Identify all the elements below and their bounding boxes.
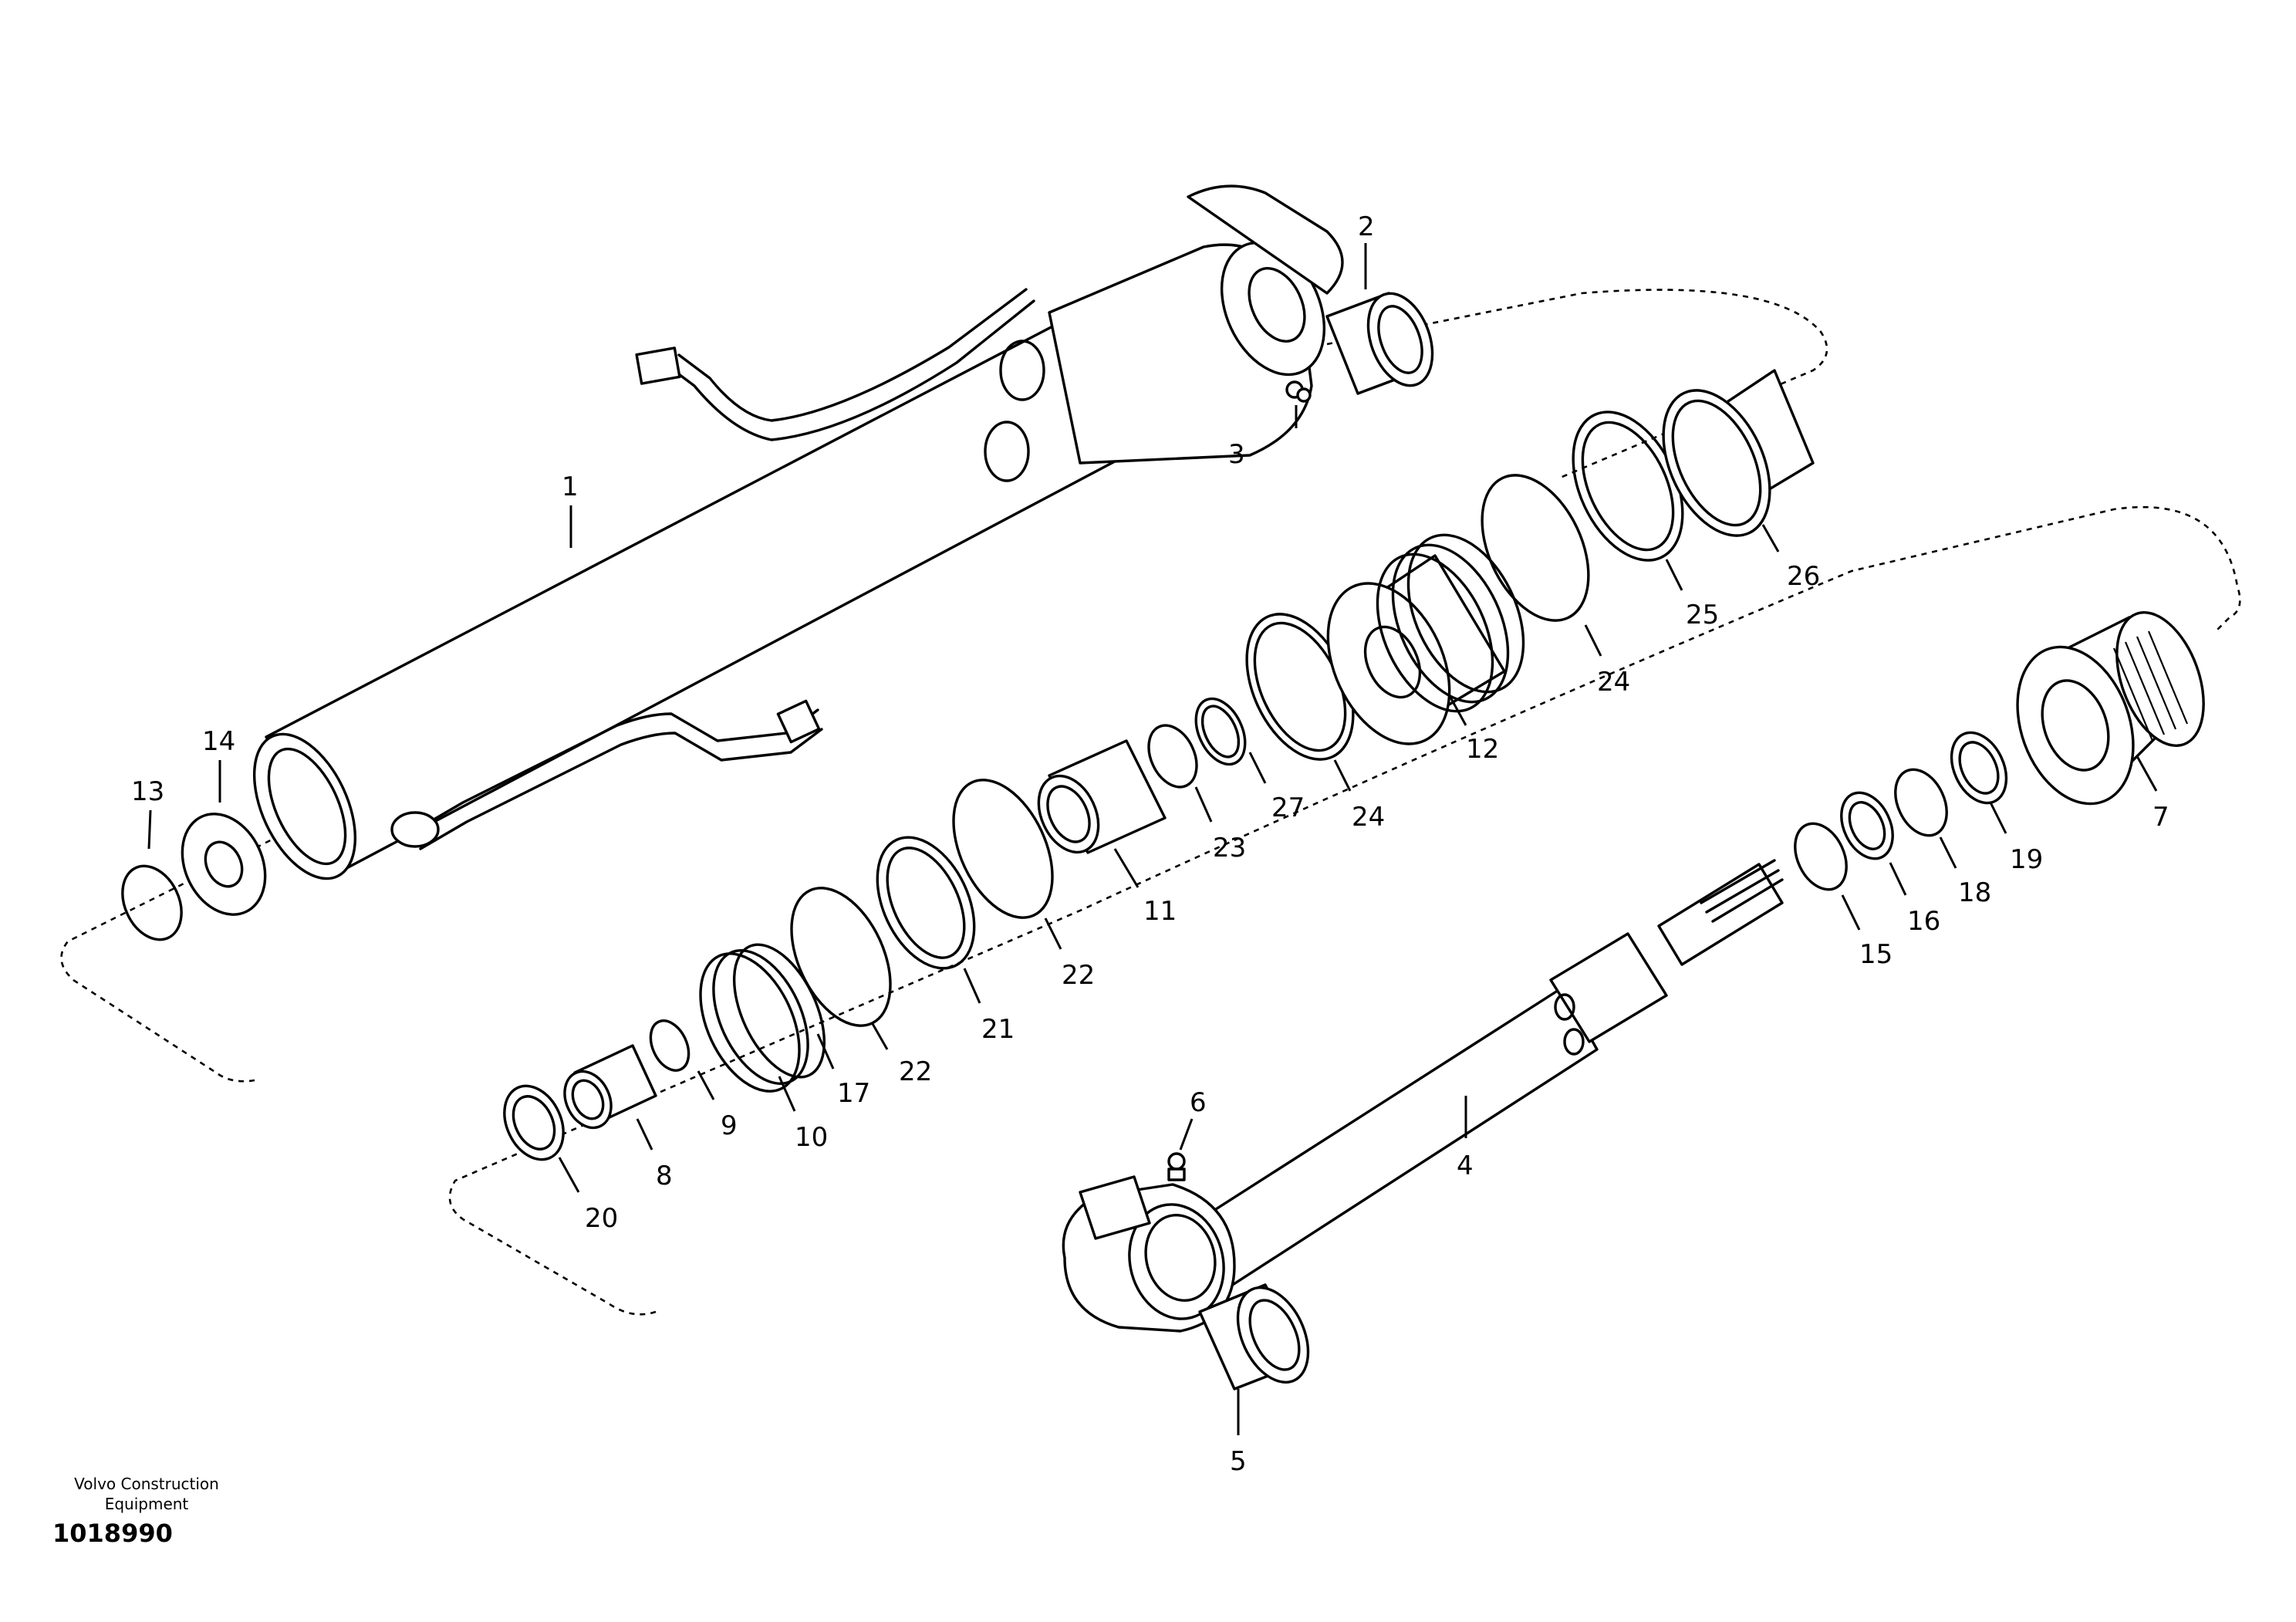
ring-23 xyxy=(1147,724,1198,789)
bushing-small xyxy=(563,1044,657,1130)
callout-7: 7 xyxy=(2152,802,2169,833)
callout-labels: 1 2 3 4 5 6 7 8 9 10 11 12 13 14 15 16 1… xyxy=(131,211,2169,1477)
cylinder-head xyxy=(2016,611,2205,806)
callout-21: 21 xyxy=(981,1014,1015,1045)
piston-12 xyxy=(1326,533,1525,745)
callout-22-lower: 22 xyxy=(899,1056,932,1087)
bushing-lower xyxy=(1198,1283,1310,1391)
o-ring-22-upper xyxy=(952,779,1054,919)
callout-1: 1 xyxy=(562,471,579,502)
callout-24-upper: 24 xyxy=(1597,667,1630,698)
callout-26: 26 xyxy=(1787,561,1820,592)
piston-rod xyxy=(1062,859,1784,1333)
callout-5: 5 xyxy=(1230,1446,1247,1477)
callout-9: 9 xyxy=(721,1110,738,1141)
callout-8: 8 xyxy=(656,1161,673,1191)
callout-11: 11 xyxy=(1143,896,1177,927)
callout-13: 13 xyxy=(131,776,164,807)
snap-ring-15 xyxy=(1794,822,1848,891)
callout-20: 20 xyxy=(585,1203,618,1234)
grease-nipple-lower xyxy=(1167,1152,1186,1181)
callout-18: 18 xyxy=(1958,877,1991,908)
callout-14: 14 xyxy=(202,726,235,757)
manufacturer-caption: Volvo Construction Equipment xyxy=(46,1474,247,1514)
callout-2: 2 xyxy=(1358,211,1375,242)
ring-20 xyxy=(503,1084,565,1161)
ring-19 xyxy=(1950,731,2008,805)
grease-nipple-upper xyxy=(1285,380,1312,403)
callout-15: 15 xyxy=(1859,939,1893,970)
seal-21 xyxy=(876,836,976,970)
backup-ring-10 xyxy=(699,949,809,1093)
spacer-11 xyxy=(1037,739,1167,854)
ring-27 xyxy=(1194,697,1247,766)
seal-kit-outline-lower xyxy=(448,505,2241,1316)
callout-4: 4 xyxy=(1457,1151,1474,1181)
callout-16: 16 xyxy=(1907,906,1940,937)
callout-19: 19 xyxy=(2010,844,2043,875)
drawing-number: 1018990 xyxy=(52,1519,173,1548)
lock-nut-14 xyxy=(181,813,267,916)
bushing-16 xyxy=(1840,791,1894,860)
callout-12: 12 xyxy=(1466,734,1499,765)
leader-lines xyxy=(147,243,2158,1435)
ring-13 xyxy=(121,864,183,941)
cylinder-tube xyxy=(252,184,1344,880)
callout-22-upper: 22 xyxy=(1062,960,1095,991)
callout-23: 23 xyxy=(1213,833,1246,863)
callout-3: 3 xyxy=(1228,439,1245,470)
callout-17: 17 xyxy=(837,1078,870,1109)
callout-25: 25 xyxy=(1686,600,1719,630)
snap-ring-9 xyxy=(649,1019,690,1072)
callout-24-lower: 24 xyxy=(1352,802,1385,833)
bushing-upper xyxy=(1325,292,1434,395)
ring-18 xyxy=(1894,768,1948,837)
ring-26 xyxy=(1662,369,1815,537)
manufacturer-line-2: Equipment xyxy=(104,1495,189,1513)
ring-24-upper xyxy=(1481,474,1590,622)
callout-27: 27 xyxy=(1271,792,1305,823)
seal-kit-outline-upper xyxy=(60,289,1828,1083)
callout-6: 6 xyxy=(1190,1087,1207,1118)
callout-10: 10 xyxy=(795,1122,828,1153)
manufacturer-line-1: Volvo Construction xyxy=(74,1475,219,1493)
